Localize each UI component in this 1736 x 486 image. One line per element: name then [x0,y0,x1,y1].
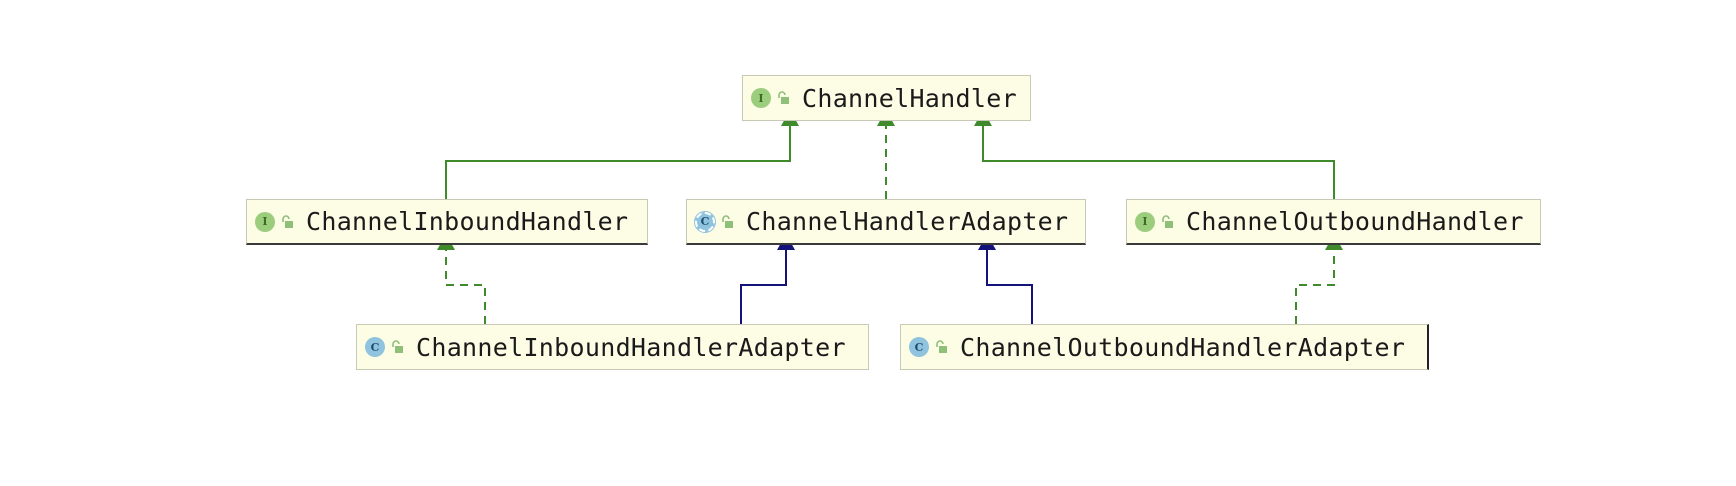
node-channel-inbound-handler[interactable]: I ChannelInboundHandler [246,199,648,245]
node-label: ChannelOutboundHandler [1186,207,1524,236]
node-channel-outbound-handler-adapter[interactable]: C ChannelOutboundHandlerAdapter [900,324,1429,370]
node-label: ChannelHandler [802,83,1017,113]
interface-i-icon: I [751,88,771,108]
edge-outbound-adapter-to-outbound-handler [1295,234,1343,324]
public-lock-icon [778,91,789,104]
node-label: ChannelOutboundHandlerAdapter [960,332,1406,362]
public-lock-icon [722,214,733,228]
public-lock-icon [282,214,293,228]
node-label: ChannelInboundHandlerAdapter [416,332,846,362]
public-lock-icon [936,340,947,353]
node-channel-handler[interactable]: I ChannelHandler [742,75,1031,121]
edge-outbound-adapter-to-handler-adapter [978,234,1033,324]
public-lock-icon [1162,214,1173,228]
interface-i-icon: I [255,211,275,232]
edge-outbound-handler-to-channel-handler [974,110,1335,199]
interface-i-icon: I [1135,211,1155,232]
class-c-icon: C [365,337,385,357]
node-label: ChannelInboundHandler [306,207,629,236]
class-c-icon: C [909,337,929,357]
node-channel-handler-adapter[interactable]: C ChannelHandlerAdapter [686,199,1086,245]
node-channel-inbound-handler-adapter[interactable]: C ChannelInboundHandlerAdapter [356,324,869,370]
edge-inbound-adapter-to-handler-adapter [740,234,795,324]
edge-inbound-handler-to-channel-handler [445,110,799,199]
node-channel-outbound-handler[interactable]: I ChannelOutboundHandler [1126,199,1541,245]
node-label: ChannelHandlerAdapter [746,207,1069,236]
edge-inbound-adapter-to-inbound-handler [437,234,486,324]
abstract-class-c-icon: C [694,210,716,233]
public-lock-icon [392,340,403,353]
